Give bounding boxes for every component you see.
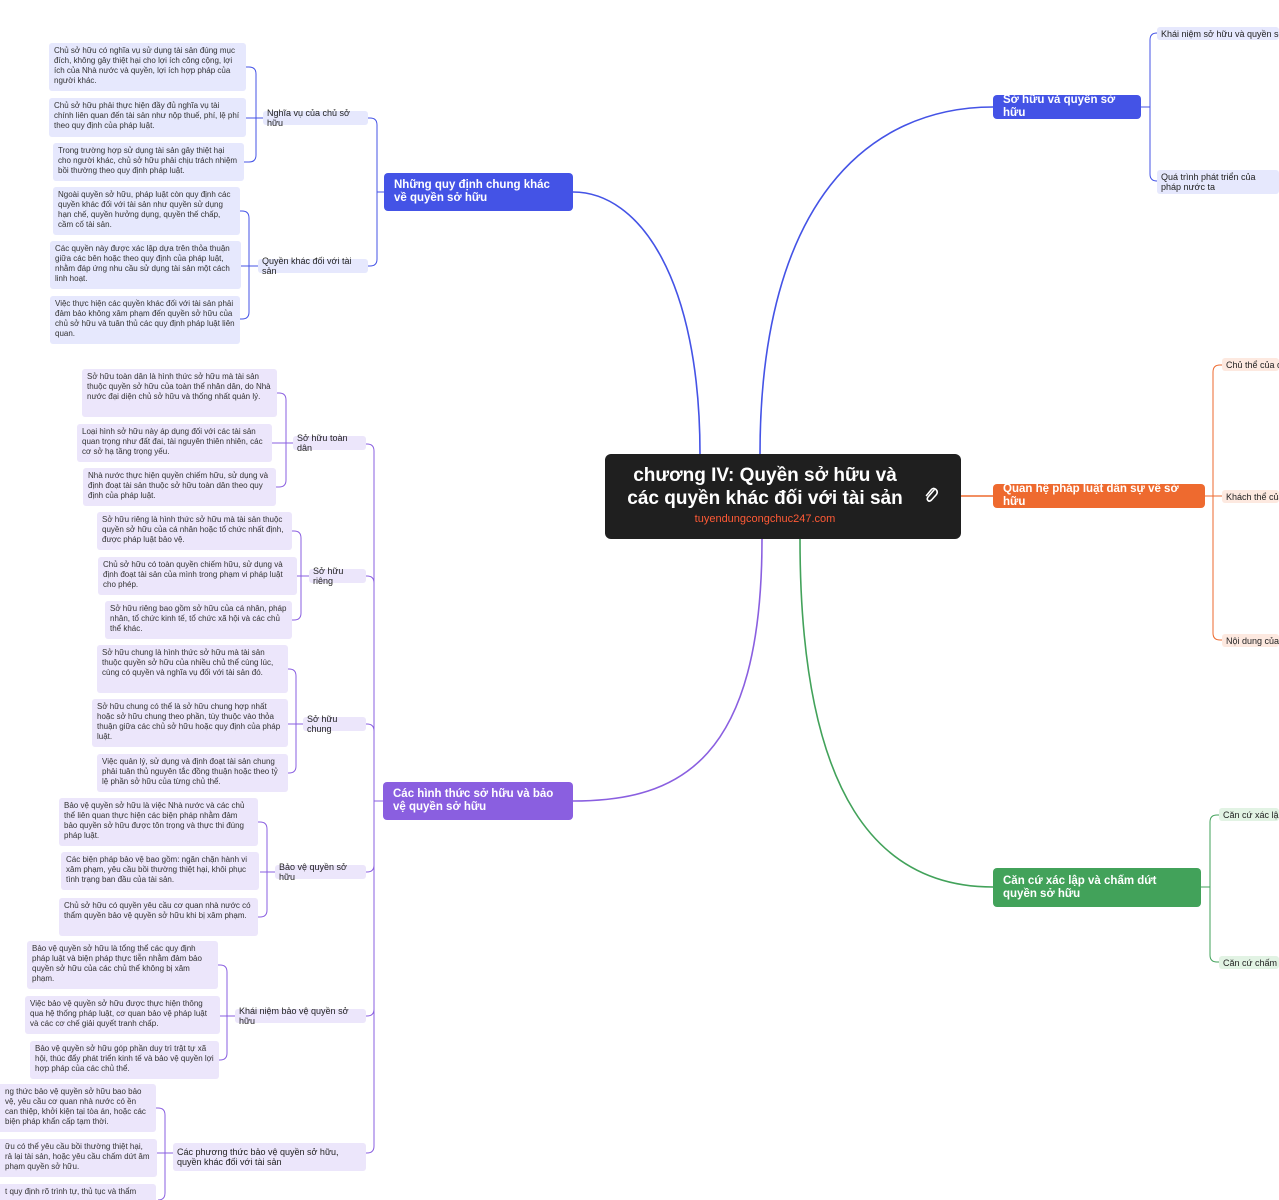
- root-link[interactable]: tuyendungcongchuc247.com: [694, 513, 836, 525]
- leaf-quyen-khac-3: Việc thực hiện các quyền khác đối với tà…: [50, 296, 240, 344]
- subtopic-chu-the[interactable]: Chủ thể của q: [1222, 358, 1279, 371]
- leaf-khai-niem-bao-ve-1: Bảo vệ quyền sở hữu là tổng thể các quy …: [27, 941, 218, 989]
- leaf-toan-dan-1: Sở hữu toàn dân là hình thức sở hữu mà t…: [82, 369, 277, 417]
- leaf-phuong-thuc-3: t quy định rõ trình tự, thủ tục và thẩm: [0, 1184, 156, 1200]
- leaf-phuong-thuc-1: ng thức bảo vệ quyền sở hữu bao bảo vệ, …: [0, 1084, 156, 1132]
- leaf-khai-niem-bao-ve-3: Bảo vệ quyền sở hữu góp phần duy trì trậ…: [30, 1041, 219, 1079]
- topic-can-cu-xac-lap[interactable]: Căn cứ xác lập và chấm dứt quyền sở hữu: [993, 868, 1201, 907]
- subtopic-bao-ve-quyen-so-huu[interactable]: Bảo vệ quyền sở hữu: [275, 862, 366, 882]
- root-node[interactable]: chương IV: Quyền sở hữu và các quyền khá…: [605, 454, 961, 539]
- subtopic-quyen-khac[interactable]: Quyền khác đối với tài sản: [258, 256, 368, 276]
- leaf-bao-ve-3: Chủ sở hữu có quyền yêu cầu cơ quan nhà …: [59, 898, 258, 936]
- leaf-chung-2: Sở hữu chung có thể là sở hữu chung hợp …: [92, 699, 288, 747]
- subtopic-khach-the[interactable]: Khách thể của: [1222, 490, 1279, 503]
- subtopic-khai-niem-bao-ve[interactable]: Khái niệm bảo vệ quyền sở hữu: [235, 1006, 366, 1026]
- leaf-rieng-1: Sở hữu riêng là hình thức sở hữu mà tài …: [97, 512, 292, 550]
- leaf-nghia-vu-3: Trong trường hợp sử dụng tài sản gây thi…: [53, 143, 244, 181]
- leaf-quyen-khac-1: Ngoài quyền sở hữu, pháp luật còn quy đị…: [53, 187, 240, 235]
- subtopic-can-cu-cham-dut[interactable]: Căn cứ chấm d: [1219, 956, 1279, 969]
- leaf-rieng-3: Sở hữu riêng bao gồm sở hữu của cá nhân,…: [105, 601, 292, 639]
- root-title: chương IV: Quyền sở hữu và các quyền khá…: [627, 465, 903, 509]
- leaf-bao-ve-1: Bảo vệ quyền sở hữu là việc Nhà nước và …: [59, 798, 258, 846]
- subtopic-phuong-thuc-bao-ve[interactable]: Các phương thức bảo vệ quyền sở hữu, quy…: [173, 1143, 366, 1171]
- subtopic-nghia-vu-chu-so-huu[interactable]: Nghĩa vụ của chủ sở hữu: [263, 108, 368, 128]
- topic-so-huu-va-quyen-so-huu[interactable]: Sở hữu và quyền sở hữu: [993, 94, 1141, 119]
- leaf-quyen-khac-2: Các quyền này được xác lập dựa trên thỏa…: [50, 241, 241, 289]
- leaf-toan-dan-2: Loại hình sở hữu này áp dụng đối với các…: [77, 424, 272, 462]
- leaf-chung-1: Sở hữu chung là hình thức sở hữu mà tài …: [97, 645, 288, 693]
- leaf-chung-3: Việc quản lý, sử dụng và định đoạt tài s…: [97, 754, 288, 792]
- paperclip-icon[interactable]: [923, 486, 939, 509]
- leaf-phuong-thuc-2: ữu có thể yêu cầu bồi thường thiệt hại, …: [0, 1139, 157, 1177]
- leaf-nghia-vu-1: Chủ sở hữu có nghĩa vụ sử dụng tài sản đ…: [49, 43, 246, 91]
- subtopic-khai-niem-so-huu[interactable]: Khái niệm sở hữu và quyền sở: [1157, 27, 1279, 40]
- subtopic-noi-dung[interactable]: Nội dung của: [1222, 634, 1279, 647]
- subtopic-so-huu-rieng[interactable]: Sở hữu riêng: [309, 566, 366, 586]
- subtopic-can-cu-xac-lap[interactable]: Căn cứ xác lập: [1219, 808, 1279, 821]
- subtopic-qua-trinh-phat-trien[interactable]: Quá trình phát triển của pháp nước ta: [1157, 170, 1279, 194]
- topic-quan-he-phap-luat[interactable]: Quan hệ pháp luật dân sự về sở hữu: [993, 483, 1205, 508]
- topic-cac-hinh-thuc-so-huu[interactable]: Các hình thức sở hữu và bảo vệ quyền sở …: [383, 782, 573, 820]
- leaf-nghia-vu-2: Chủ sở hữu phải thực hiện đầy đủ nghĩa v…: [49, 98, 246, 137]
- subtopic-so-huu-toan-dan[interactable]: Sở hữu toàn dân: [293, 433, 366, 453]
- subtopic-so-huu-chung[interactable]: Sở hữu chung: [303, 714, 366, 734]
- leaf-toan-dan-3: Nhà nước thực hiện quyền chiếm hữu, sử d…: [83, 468, 276, 506]
- leaf-bao-ve-2: Các biện pháp bảo vệ bao gồm: ngăn chặn …: [61, 852, 259, 890]
- topic-nhung-quy-dinh-chung[interactable]: Những quy định chung khác về quyền sở hữ…: [384, 173, 573, 211]
- leaf-rieng-2: Chủ sở hữu có toàn quyền chiếm hữu, sử d…: [98, 557, 297, 595]
- leaf-khai-niem-bao-ve-2: Việc bảo vệ quyền sở hữu được thực hiện …: [25, 996, 220, 1034]
